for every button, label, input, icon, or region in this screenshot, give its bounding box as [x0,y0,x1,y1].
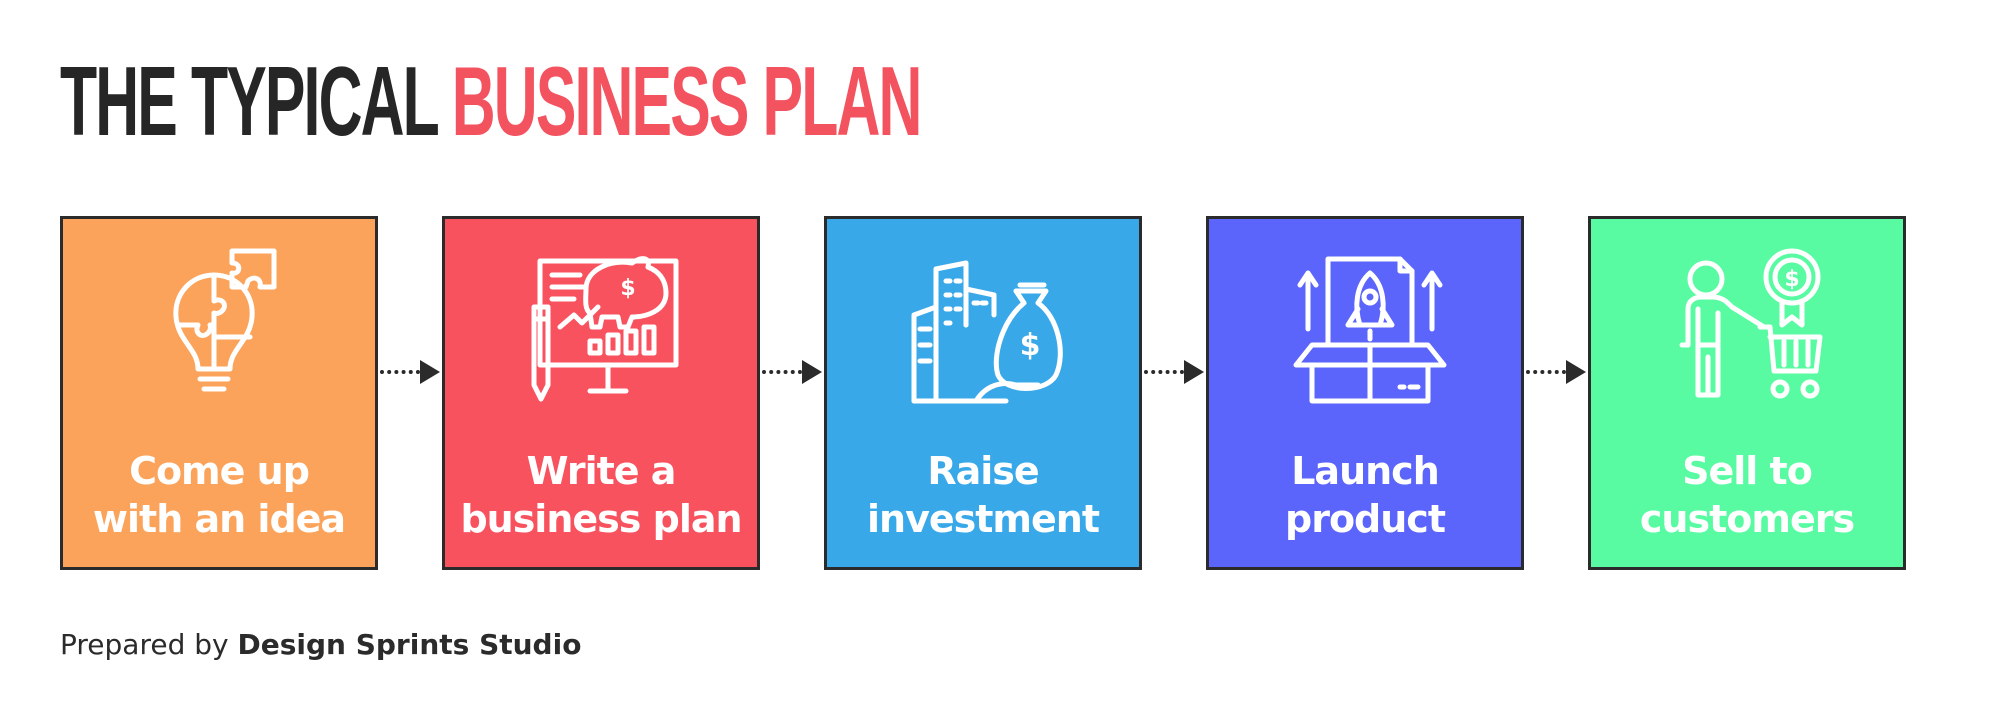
svg-text:$: $ [620,276,635,301]
arrow-connector [380,360,440,384]
presentation-board-piggy-bank-icon: $ [524,245,684,405]
person-shopping-cart-coin-icon: $ [1670,245,1830,405]
svg-text:$: $ [1784,267,1799,292]
step-label-business-plan: Write a business plan [460,449,742,541]
arrow-connector [1526,360,1586,384]
step-label-launch: Launch product [1285,449,1446,541]
dotted-line [1144,370,1184,374]
dotted-line [1526,370,1566,374]
step-label-investment: Raise investment [867,449,1100,541]
arrow-head-icon [1566,360,1586,384]
step-card-sell: $ Sell to customers [1588,216,1906,570]
step-card-launch: Launch product [1206,216,1524,570]
svg-text:$: $ [1020,328,1041,363]
dotted-line [762,370,802,374]
dotted-line [380,370,420,374]
step-card-investment: $ Raise investment [824,216,1142,570]
title-part-accent: BUSINESS PLAN [451,46,923,156]
step-card-business-plan: $ Write a business plan [442,216,760,570]
page-title: THE TYPICAL BUSINESS PLAN [60,52,922,150]
step-label-sell: Sell to customers [1639,449,1855,541]
arrow-head-icon [420,360,440,384]
footer-studio-name: Design Sprints Studio [237,628,582,661]
footer-credit: Prepared by Design Sprints Studio [60,628,581,661]
arrow-connector [1144,360,1204,384]
rocket-box-icon [1288,245,1448,405]
step-card-idea: Come up with an idea [60,216,378,570]
step-label-idea: Come up with an idea [92,449,346,541]
lightbulb-puzzle-icon [142,245,302,405]
arrow-head-icon [1184,360,1204,384]
arrow-connector [762,360,822,384]
footer-prefix: Prepared by [60,628,229,661]
city-money-bag-icon: $ [906,245,1066,405]
arrow-head-icon [802,360,822,384]
title-part-dark: THE TYPICAL [60,46,439,156]
